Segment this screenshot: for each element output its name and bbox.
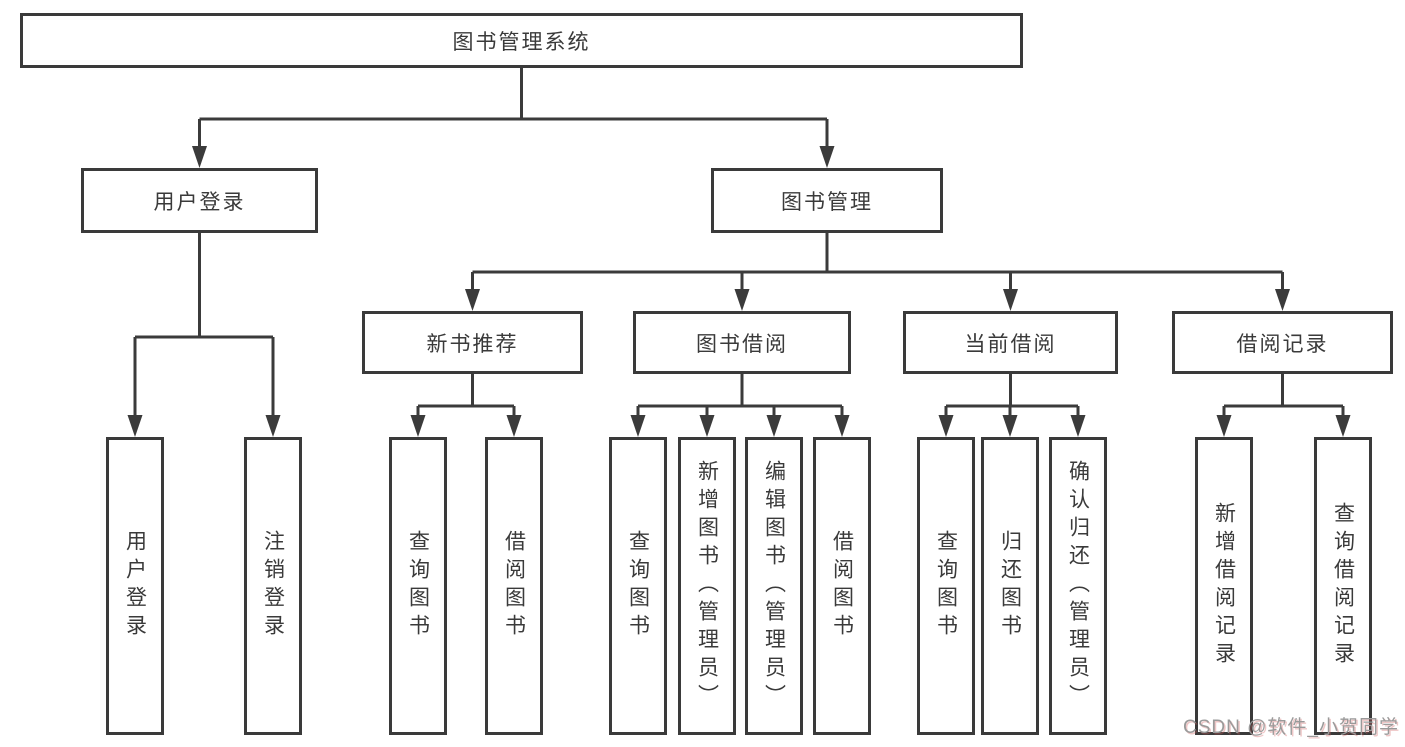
node-label: 图书管理 <box>781 190 873 214</box>
node-label: 当前借阅 <box>964 332 1057 356</box>
node-book-borrow: 图书借阅 <box>633 311 851 374</box>
leaf-query-books-borrow: 查询图书 <box>609 437 667 735</box>
leaf-label: 查询图书 <box>406 530 430 642</box>
leaf-query-books-current: 查询图书 <box>917 437 975 735</box>
leaf-query-books-recommend: 查询图书 <box>389 437 447 735</box>
node-borrow-records: 借阅记录 <box>1172 311 1393 374</box>
leaf-label: 新增图书（管理员） <box>695 460 719 712</box>
leaf-confirm-return-admin: 确认归还（管理员） <box>1049 437 1107 735</box>
leaf-add-books-admin: 新增图书（管理员） <box>678 437 736 735</box>
leaf-label: 用户登录 <box>123 530 147 642</box>
node-label: 图书管理系统 <box>452 30 591 54</box>
leaf-add-borrow-record: 新增借阅记录 <box>1195 437 1253 735</box>
leaf-edit-books-admin: 编辑图书（管理员） <box>745 437 803 735</box>
leaf-query-borrow-record: 查询借阅记录 <box>1314 437 1372 735</box>
leaf-return-books: 归还图书 <box>981 437 1039 735</box>
node-user-login: 用户登录 <box>81 168 318 233</box>
node-label: 图书借阅 <box>696 332 788 356</box>
leaf-borrow-books: 借阅图书 <box>813 437 871 735</box>
leaf-label: 借阅图书 <box>830 530 854 642</box>
leaf-user-login: 用户登录 <box>106 437 164 735</box>
csdn-watermark: CSDN @软件_小贺同学 <box>1183 717 1399 738</box>
leaf-label: 注销登录 <box>261 530 285 642</box>
leaf-label: 确认归还（管理员） <box>1066 460 1090 712</box>
node-new-book-recommend: 新书推荐 <box>362 311 583 374</box>
node-library-system: 图书管理系统 <box>20 13 1023 68</box>
leaf-label: 查询借阅记录 <box>1331 502 1355 670</box>
leaf-label: 编辑图书（管理员） <box>762 460 786 712</box>
leaf-label: 归还图书 <box>998 530 1022 642</box>
node-label: 新书推荐 <box>426 332 519 356</box>
node-label: 借阅记录 <box>1236 332 1329 356</box>
node-current-borrow: 当前借阅 <box>903 311 1118 374</box>
leaf-label: 查询图书 <box>934 530 958 642</box>
leaf-label: 借阅图书 <box>502 530 526 642</box>
node-label: 用户登录 <box>153 190 246 214</box>
node-book-management: 图书管理 <box>711 168 943 233</box>
leaf-label: 查询图书 <box>626 530 650 642</box>
leaf-borrow-books-recommend: 借阅图书 <box>485 437 543 735</box>
leaf-label: 新增借阅记录 <box>1212 502 1236 670</box>
leaf-logout: 注销登录 <box>244 437 302 735</box>
